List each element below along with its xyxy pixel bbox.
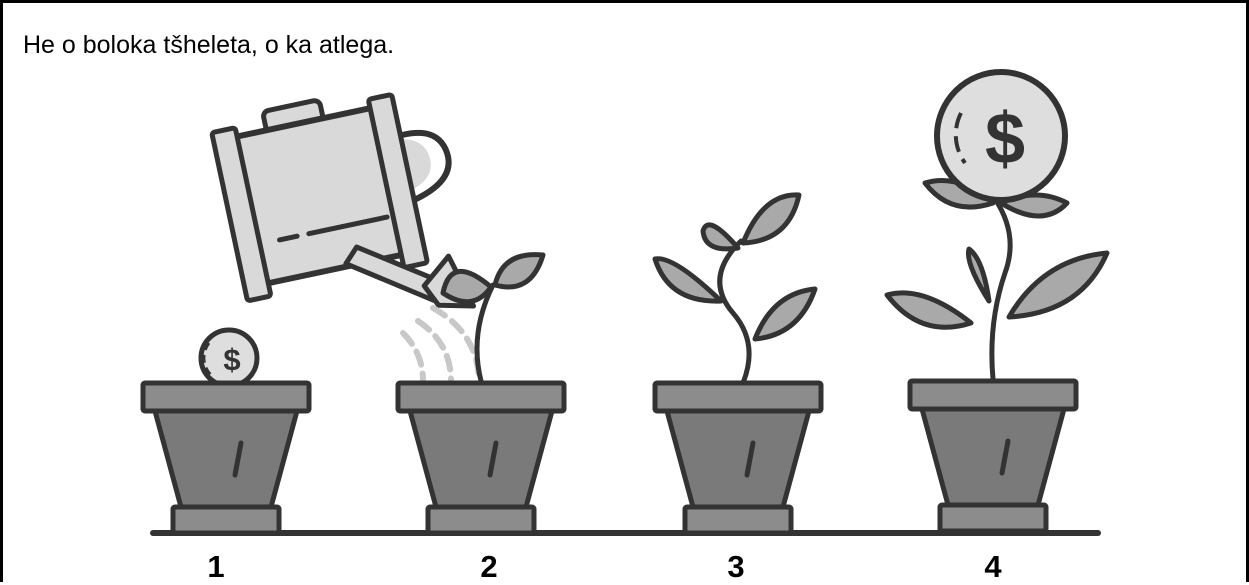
large-coin-symbol: $: [985, 99, 1025, 179]
plant-icon: [652, 192, 818, 386]
watering-can-icon: [209, 92, 476, 309]
stage-4-money-flower: $ 4: [884, 69, 1110, 584]
pot-4: [910, 381, 1076, 531]
savings-growth-illustration: $ 1: [3, 69, 1110, 584]
water-stream: [400, 305, 482, 384]
stage-number-1: 1: [207, 549, 224, 584]
large-coin-icon: $: [934, 69, 1068, 203]
small-coin-icon: $: [198, 327, 260, 389]
stage-3-plant: 3: [652, 192, 821, 584]
stage-number-2: 2: [480, 549, 497, 584]
pot-2: [398, 383, 564, 533]
stage-1-coin-pot: $ 1: [143, 327, 309, 584]
pot-1: [143, 383, 309, 533]
coin-symbol: $: [223, 342, 240, 377]
caption-text: He o boloka tšheleta, o ka atlega.: [23, 31, 395, 59]
money-flower-icon: [884, 178, 1110, 382]
sprout-icon: [440, 252, 546, 384]
stage-2-watering: 2: [209, 92, 564, 584]
stage-number-3: 3: [727, 549, 744, 584]
stage-number-4: 4: [984, 549, 1002, 584]
pot-3: [655, 383, 821, 533]
